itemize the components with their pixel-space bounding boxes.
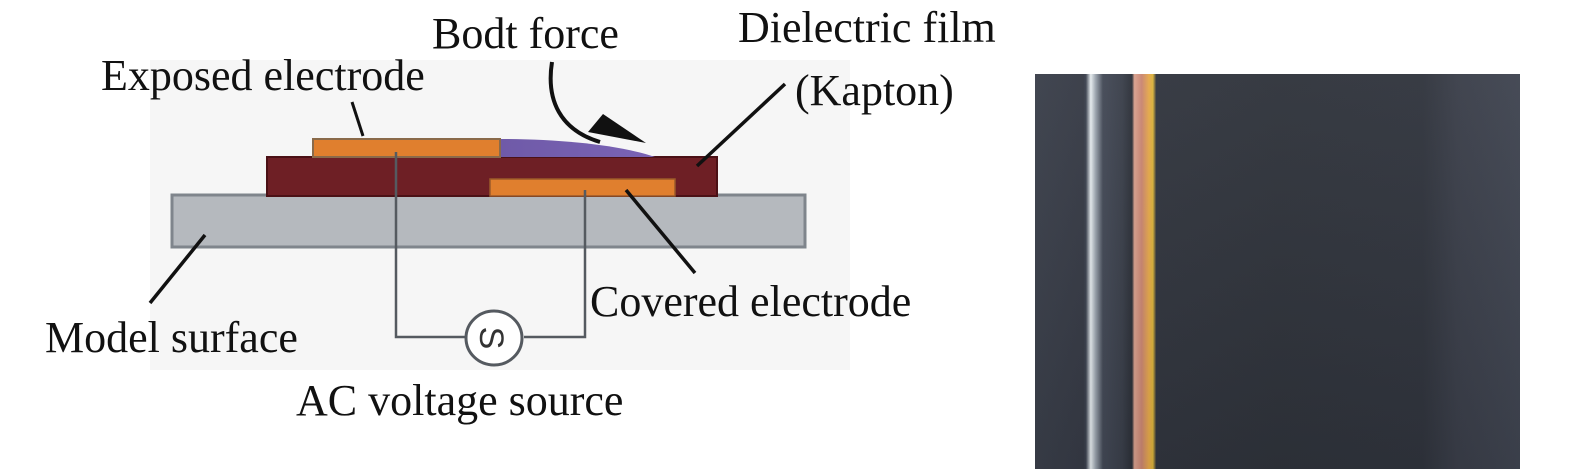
source-symbol-label: S — [472, 327, 510, 350]
label-exposed-electrode: Exposed electrode — [101, 51, 425, 100]
photo-sheen — [1035, 74, 1520, 469]
label-body-force: Bodt force — [432, 9, 619, 58]
ac-voltage-source-symbol: S — [464, 309, 524, 367]
leader-dielectric-film — [695, 82, 787, 168]
leader-covered-electrode — [624, 188, 697, 275]
body-force-arrow — [548, 61, 601, 144]
body-force-arrowhead — [588, 114, 646, 143]
wire-exposed — [394, 152, 465, 339]
actuator-photo — [1035, 74, 1520, 469]
label-covered-electrode: Covered electrode — [590, 277, 911, 326]
wire-covered — [524, 190, 587, 339]
leader-exposed-electrode — [350, 101, 365, 137]
label-dielectric-film-line1: Dielectric film — [738, 3, 996, 52]
covered-electrode — [489, 178, 676, 197]
leader-model-surface — [148, 233, 207, 305]
exposed-electrode — [312, 138, 501, 158]
model-surface — [170, 193, 807, 249]
label-model-surface: Model surface — [45, 313, 298, 362]
plasma-region — [500, 139, 655, 157]
label-ac-voltage-source: AC voltage source — [296, 376, 623, 425]
label-dielectric-film-line2: (Kapton) — [795, 66, 954, 115]
